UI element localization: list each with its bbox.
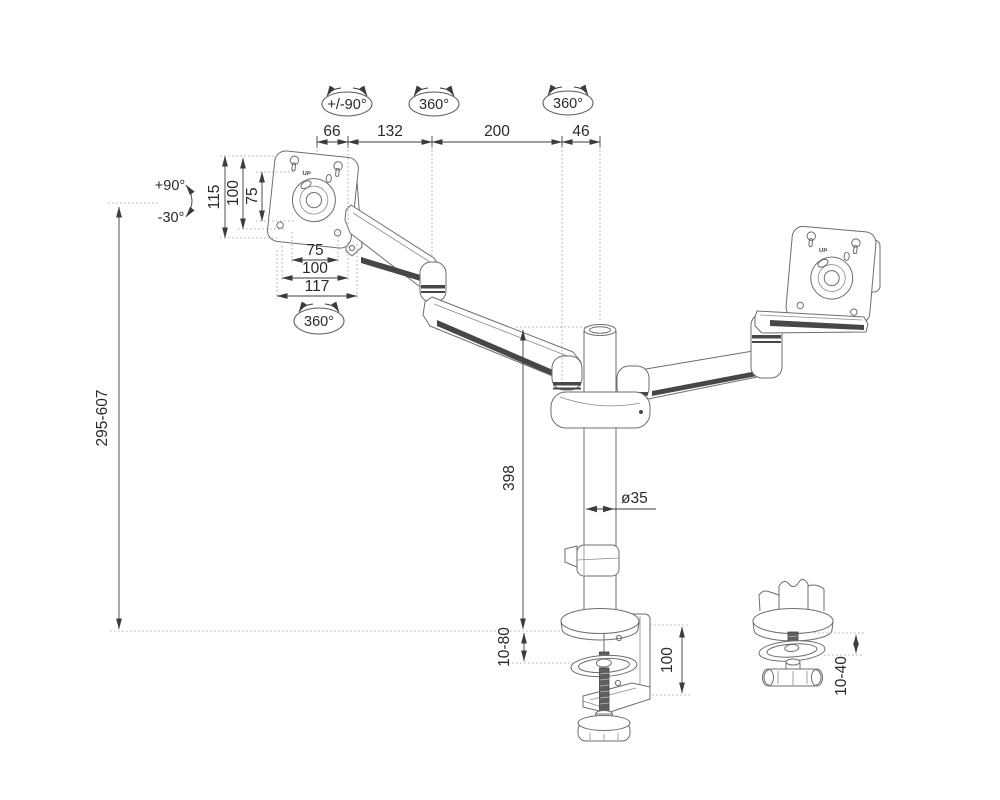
right-vesa-plate: UP [785,225,877,325]
rotation-pole-swivel-label: 360° [553,96,583,112]
rotation-label-head-tilt: +/-90° [321,85,373,117]
dim-100v-label: 100 [225,180,242,206]
dim-132: 132 [377,123,403,140]
dim-top-chain: 66 132 200 46 [316,123,601,380]
rotation-label-elbow-swivel: 360° [408,85,460,117]
dim-46: 46 [572,123,589,140]
dim-grommet-range: 10-40 [814,632,864,696]
up-marking-left: UP [302,171,311,178]
dim-200: 200 [484,123,510,140]
dim-height-range-label: 295-607 [94,390,111,447]
dim-vesa-vertical: 115 100 75 [206,155,296,239]
dim-398-label: 398 [501,465,518,491]
grommet-pole-stub [758,578,825,612]
dim-10-80-label: 10-80 [496,627,513,667]
dim-dia35-label: ø35 [621,490,648,507]
keyhole-slot [289,155,343,177]
desk-clamp-assembly [560,608,651,742]
grommet-mount-detail [752,578,834,687]
cable-clip [564,544,620,577]
dim-100h-label: 100 [302,260,328,277]
dim-vesa-horizontal: 75 100 117 [276,232,358,299]
rotation-label-vesa-rotate: 360° [293,301,345,335]
dim-pole-diameter: ø35 [586,490,656,513]
dim-pole-upper: 398 [501,326,586,630]
rotation-vesa-rotate-label: 360° [304,314,334,330]
dim-75v-label: 75 [244,187,261,204]
clamp-screw [599,667,610,715]
grommet-t-knob [762,658,823,687]
right-arm-lower-link [639,350,765,400]
dim-117-label: 117 [305,278,330,295]
dim-clamp-100-label: 100 [659,647,676,673]
tilt-up-label: +90° [155,178,185,194]
dim-66: 66 [323,123,340,140]
left-vesa-plate: UP [267,150,359,249]
dim-115-label: 115 [206,185,223,210]
rotation-label-pole-swivel: 360° [542,84,594,116]
dim-clamp-range: 10-80 [496,627,575,667]
left-elbow-joint [419,261,447,303]
dim-clamp-height: 100 [650,624,690,696]
dim-10-40-label: 10-40 [833,656,850,696]
dim-tilt-angles: +90° -30° [108,178,195,226]
dim-height-range: 295-607 [94,206,560,632]
up-marking-right: UP [819,248,828,255]
arm-hub-assembly [550,355,651,429]
dim-75h-label: 75 [306,242,323,259]
clamp-base-plate [560,608,640,641]
keyhole-slot [806,231,861,255]
right-arm-upper-link [754,310,869,334]
tilt-down-label: -30° [158,210,185,226]
rotation-elbow-swivel-label: 360° [419,97,449,113]
clamp-lower-jaw [582,682,651,714]
clamp-knob [577,710,631,742]
rotation-head-tilt-label: +/-90° [327,97,366,113]
